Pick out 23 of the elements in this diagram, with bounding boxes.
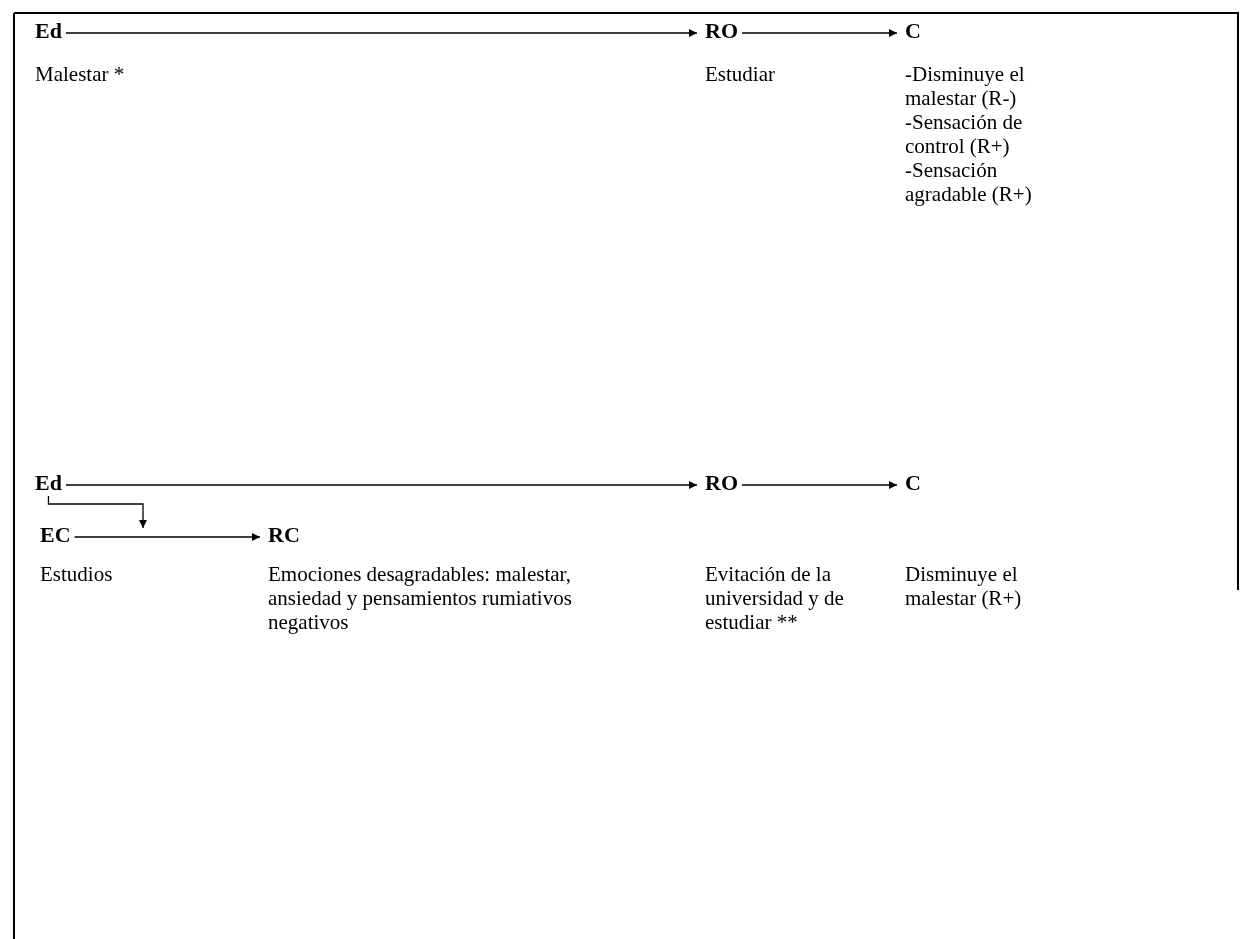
caption-text: Estudios xyxy=(40,562,114,586)
node-label: C xyxy=(905,18,921,44)
caption-text: -Sensación agradable (R+) xyxy=(905,158,1033,206)
caption-text: -Sensación de control (R+) xyxy=(905,110,1024,158)
node-label: Ed xyxy=(35,470,62,496)
node-label: EC xyxy=(40,522,71,548)
caption-text: -Disminuye el malestar (R-) xyxy=(905,62,1026,110)
node-label: RO xyxy=(705,470,738,496)
node-label: RC xyxy=(268,522,300,548)
caption-text: Disminuye el malestar (R+) xyxy=(905,562,1023,610)
arrow xyxy=(65,481,698,489)
node-label: RO xyxy=(705,18,738,44)
node-label: C xyxy=(905,470,921,496)
arrow xyxy=(741,29,898,37)
arrow xyxy=(47,495,147,529)
arrow xyxy=(73,533,261,541)
arrow xyxy=(65,29,698,37)
caption-text: Malestar * xyxy=(35,62,126,86)
arrow xyxy=(741,481,898,489)
caption-text: Evitación de la universidad y de estudiar ** xyxy=(705,562,845,634)
caption-text: Emociones desagradables: malestar, ansiedad y pensamientos rumiativos negativos xyxy=(268,562,573,634)
caption-text: Estudiar xyxy=(705,62,776,86)
node-label: Ed xyxy=(35,18,62,44)
